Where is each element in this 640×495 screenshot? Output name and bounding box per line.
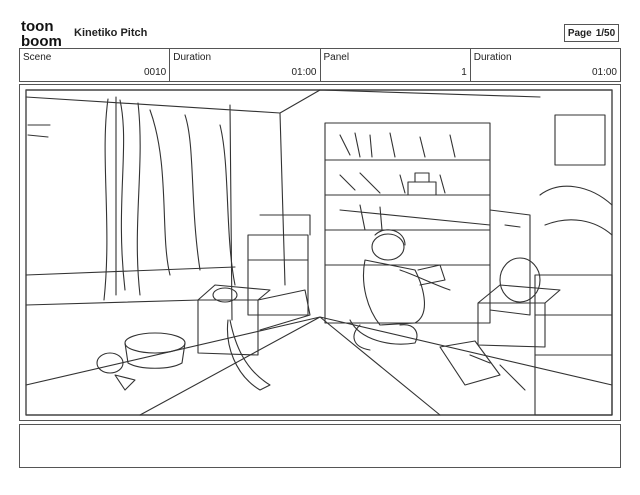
panel-label: Panel (323, 52, 350, 63)
sketch-basket (124, 332, 186, 354)
scene-duration-cell: Duration 01:00 (170, 49, 321, 81)
sketch-dresser (534, 274, 613, 416)
scene-cell: Scene 0010 (20, 49, 171, 81)
panel-cell: Panel 1 (321, 49, 471, 81)
sketch-curtain (103, 98, 141, 301)
scene-duration-label: Duration (173, 52, 212, 63)
notes-box[interactable] (19, 424, 621, 468)
sketch-poster (554, 114, 606, 166)
scene-label: Scene (23, 52, 52, 63)
scene-value: 0010 (144, 67, 167, 78)
sketch-papers (439, 340, 501, 386)
scene-duration-value: 01:00 (291, 67, 317, 78)
sketch-floor (25, 316, 613, 416)
logo-line2: boom (21, 33, 62, 48)
sketch-ceiling (25, 89, 541, 321)
page-number: 1/50 (595, 27, 616, 39)
panel-value: 1 (461, 67, 467, 78)
panel-duration-cell: Duration 01:00 (471, 49, 620, 81)
scene-info-table: Scene 0010 Duration 01:00 Panel 1 Durati… (19, 48, 621, 82)
page-indicator: Page 1/50 (564, 24, 619, 42)
toonboom-logo: toon boom (21, 18, 62, 48)
sketch-frame (25, 89, 613, 416)
sketch-fan (499, 257, 541, 303)
panel-duration-value: 01:00 (591, 67, 617, 78)
logo-line1: toon (21, 18, 53, 35)
project-title: Kinetiko Pitch (74, 27, 148, 39)
sketch-boxes-left (247, 234, 309, 316)
sketch-character (349, 229, 451, 351)
sketch-cardboard-box (197, 284, 311, 391)
sketch-box-open (477, 284, 561, 348)
panel-sketch (25, 89, 613, 416)
storyboard-panel[interactable] (19, 84, 621, 421)
sketch-plush (96, 352, 136, 391)
sketch-boxes-right (489, 209, 531, 316)
panel-duration-label: Duration (473, 52, 512, 63)
page-label: Page (567, 27, 592, 39)
